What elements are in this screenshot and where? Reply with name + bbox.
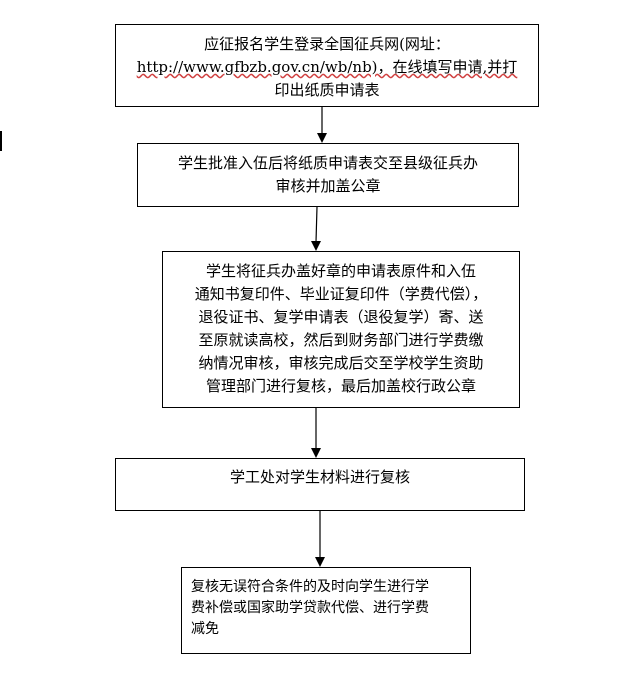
step-4-box: 学工处对学生材料进行复核 <box>115 458 525 511</box>
step-5-box: 复核无误符合条件的及时向学生进行学 费补偿或国家助学贷款代偿、进行学费 减免 <box>181 567 471 654</box>
left-edge-mark <box>0 131 2 151</box>
step-3-line-3: 退役证书、复学申请表（退役复学）寄、送 <box>198 308 484 326</box>
step-4-line-1: 学工处对学生材料进行复核 <box>229 468 410 486</box>
step-5-line-3: 减免 <box>191 621 219 637</box>
step-1-line-2: http://www.gfbzb.gov.cn/wb/nb)，在线填写申请,并打 <box>116 56 538 79</box>
step-2-line-2: 审核并加盖公章 <box>275 177 381 195</box>
step-3-box: 学生将征兵办盖好章的申请表原件和入伍 通知书复印件、毕业证复印件（学费代偿）， … <box>162 251 520 408</box>
step-1-line-3: 印出纸质申请表 <box>274 81 380 99</box>
arrow-3-to-4 <box>311 408 321 458</box>
step-3-line-2: 通知书复印件、毕业证复印件（学费代偿）， <box>194 285 488 303</box>
step-3-line-6: 管理部门进行复核，最后加盖校行政公章 <box>205 377 476 395</box>
step-3-line-1: 学生将征兵办盖好章的申请表原件和入伍 <box>205 262 476 280</box>
step-2-box: 学生批准入伍后将纸质申请表交至县级征兵办 审核并加盖公章 <box>137 143 519 207</box>
step-3-line-4: 至原就读高校，然后到财务部门进行学费缴 <box>198 331 484 349</box>
arrow-4-to-5 <box>315 511 325 567</box>
step-2-line-1: 学生批准入伍后将纸质申请表交至县级征兵办 <box>177 154 478 172</box>
step-1-line-1: 应征报名学生登录全国征兵网(网址： <box>204 35 450 53</box>
arrow-2-to-3 <box>311 206 321 251</box>
step-5-line-2: 费补偿或国家助学贷款代偿、进行学费 <box>191 600 429 616</box>
arrow-1-to-2 <box>317 107 327 143</box>
step-1-box: 应征报名学生登录全国征兵网(网址： http://www.gfbzb.gov.c… <box>115 24 539 107</box>
website-url: http://www.gfbzb.gov.cn/wb/nb)，在线填写申请,并打 <box>136 58 518 76</box>
step-3-line-5: 纳情况审核，审核完成后交至学校学生资助 <box>198 354 484 372</box>
step-5-line-1: 复核无误符合条件的及时向学生进行学 <box>191 579 429 595</box>
